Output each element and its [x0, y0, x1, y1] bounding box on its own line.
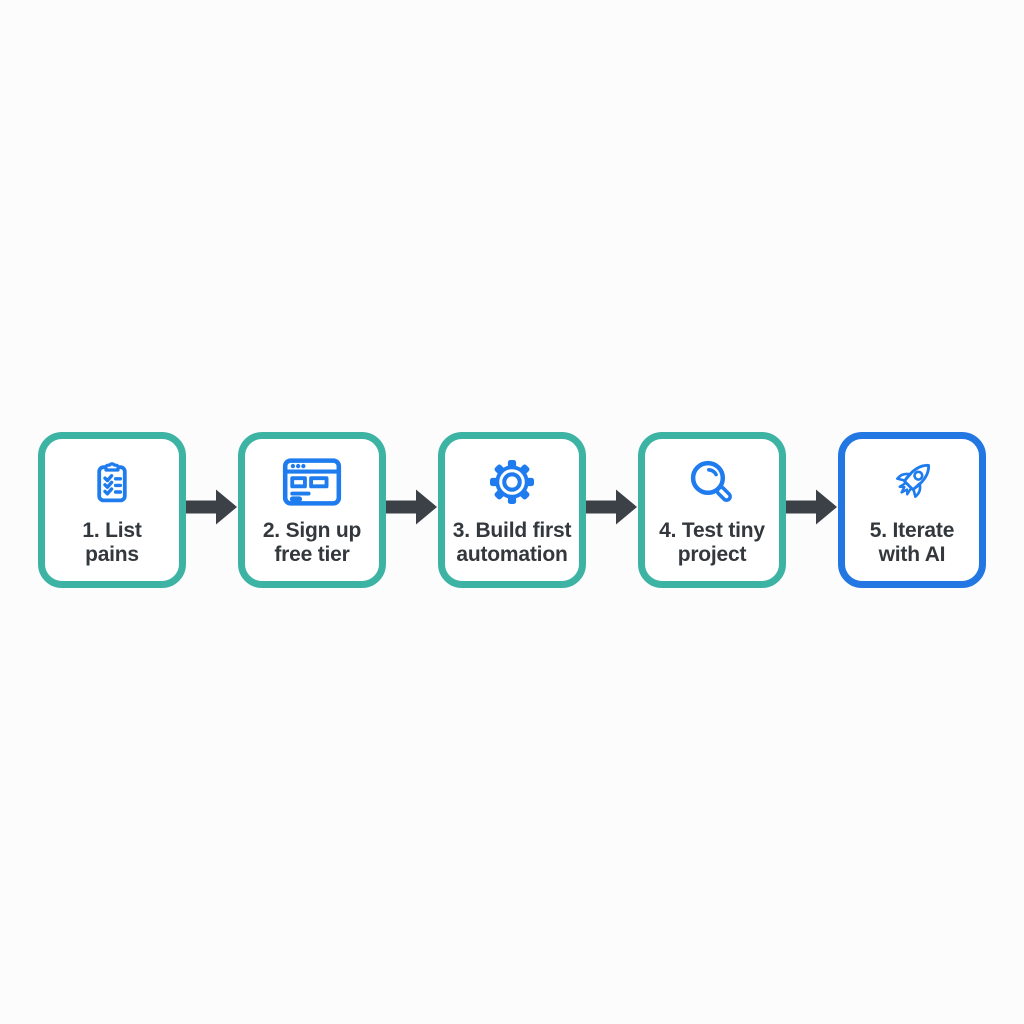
step-label-line: pains	[85, 543, 139, 567]
rocket-icon	[896, 463, 931, 498]
arrow-right-icon	[786, 489, 837, 525]
step-2-icon-slot	[282, 449, 342, 515]
arrow-right-icon	[386, 489, 437, 525]
step-1-label: 1. List pains	[82, 519, 141, 568]
step-3-build-first-automation: 3. Build first automation	[438, 432, 586, 588]
step-3-icon-slot	[483, 449, 541, 515]
step-label-line: 1. List	[82, 519, 142, 542]
step-label-line: project	[677, 543, 747, 567]
step-label-line: 3. Build first	[452, 519, 572, 542]
gear-icon	[490, 460, 534, 504]
step-label-line: 4. Test tiny	[659, 519, 765, 542]
step-2-sign-up-free-tier: 2. Sign up free tier	[238, 432, 386, 588]
step-label-line: 2. Sign up	[262, 519, 362, 542]
step-label-line: free tier	[274, 543, 350, 567]
step-4-icon-slot	[685, 449, 739, 515]
step-5-icon-slot	[882, 449, 942, 515]
step-label-line: automation	[456, 543, 568, 567]
step-4-label: 4. Test tiny project	[659, 519, 765, 568]
step-1-list-pains: 1. List pains	[38, 432, 186, 588]
step-1-icon-slot	[88, 449, 136, 515]
clipboard-checklist-icon	[97, 462, 127, 503]
step-2-label: 2. Sign up free tier	[262, 519, 362, 568]
browser-window-icon	[282, 458, 342, 506]
flow-row: 1. List pains	[0, 432, 1024, 588]
step-4-test-tiny-project: 4. Test tiny project	[638, 432, 786, 588]
step-5-label: 5. Iterate with AI	[869, 519, 955, 568]
step-3-label: 3. Build first automation	[453, 519, 572, 568]
step-5-iterate-with-ai: 5. Iterate with AI	[838, 432, 986, 588]
arrow-right-icon	[586, 489, 637, 525]
step-label-line: with AI	[878, 543, 946, 567]
arrow-right-icon	[186, 489, 237, 525]
step-label-line: 5. Iterate	[869, 519, 955, 542]
magnifier-icon	[690, 460, 732, 502]
